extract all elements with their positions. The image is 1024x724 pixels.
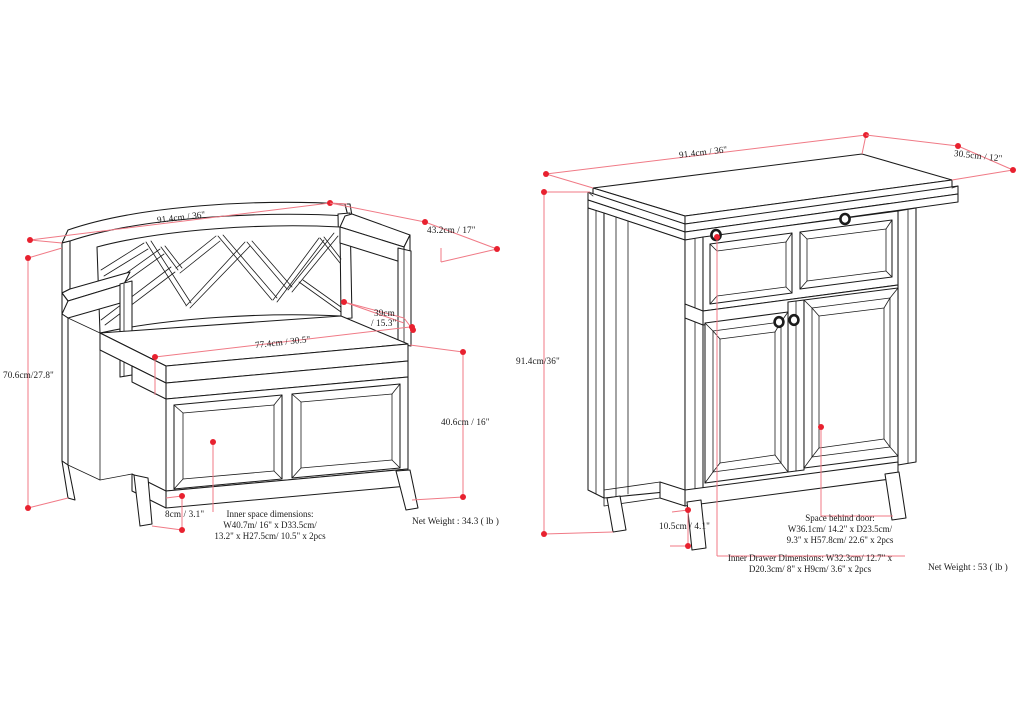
bench-drawing <box>25 200 500 533</box>
bench-seat-height-label: 40.6cm / 16" <box>441 417 490 427</box>
cabinet-inner-drawer-line2: D20.3cm/ 8" x H9cm/ 3.6" x 2pcs <box>748 563 872 574</box>
bench-leg-rear-left <box>61 460 76 501</box>
cabinet-leg-front-left <box>686 499 707 551</box>
cabinet-front-right-post <box>897 207 917 466</box>
cabinet-height-label: 91.4cm/36" <box>516 356 560 366</box>
cabinet-front-left-post <box>684 236 704 495</box>
bench-leg-front-right <box>395 469 419 511</box>
bench-dimension-lines <box>25 200 500 533</box>
bench-back-height-label-line2: / 15.3" <box>371 318 397 328</box>
bench-back-left-post <box>61 240 71 294</box>
bench-lattice-pattern <box>99 232 342 326</box>
cabinet-space-behind-door-note: Space behind door: W36.1cm/ 14.2" x D23.… <box>745 513 935 546</box>
cabinet-drawing <box>541 132 1016 557</box>
bench-height-label: 70.6cm/27.8" <box>3 370 54 380</box>
cabinet-inner-drawer-line1: Inner Drawer Dimensions: W32.3cm/ 12.7" … <box>727 553 893 563</box>
drawer-knob-right[interactable] <box>839 212 851 226</box>
cabinet-net-weight: Net Weight : 53 ( lb ) <box>928 563 1008 573</box>
bench-inner-space-line2: W40.7m/ 16" x D33.5cm/ <box>223 519 317 530</box>
cabinet-leg-rear-left <box>606 495 627 533</box>
cabinet-leg-clearance-label: 10.5cm / 4.1" <box>659 521 710 531</box>
bench-depth-label: 43.2cm / 17" <box>427 225 476 235</box>
cabinet-space-note-line3: 9.3" x H57.8cm/ 22.6" x 2pcs <box>786 534 894 545</box>
door-knob-right[interactable] <box>788 313 800 327</box>
bench-right-arm-post <box>397 247 412 347</box>
cabinet-dimension-lines <box>541 132 1016 557</box>
bench-back-height-label-line1: 39cm <box>374 308 395 318</box>
cabinet-inner-drawer-note: Inner Drawer Dimensions: W32.3cm/ 12.7" … <box>715 553 905 575</box>
cabinet-leg-front-right <box>884 471 907 521</box>
bench-inner-space-line3: 13.2" x H27.5cm/ 10.5" x 2pcs <box>214 530 326 541</box>
cabinet-space-note-line2: W36.1cm/ 14.2" x D23.5cm/ <box>787 523 893 534</box>
bench-net-weight: Net Weight : 34.3 ( lb ) <box>412 517 499 527</box>
door-knob-left[interactable] <box>773 315 785 329</box>
bench-left-rear-post <box>61 313 69 466</box>
bench-inner-space-note: Inner space dimensions: W40.7m/ 16" x D3… <box>205 509 335 542</box>
cabinet-space-note-line1: Space behind door: <box>805 513 875 523</box>
bench-leg-clearance-label: 8cm / 3.1" <box>165 509 205 519</box>
bench-inner-space-line1: Inner space dimensions: <box>226 509 314 519</box>
bench-leg-front-left <box>133 474 153 527</box>
